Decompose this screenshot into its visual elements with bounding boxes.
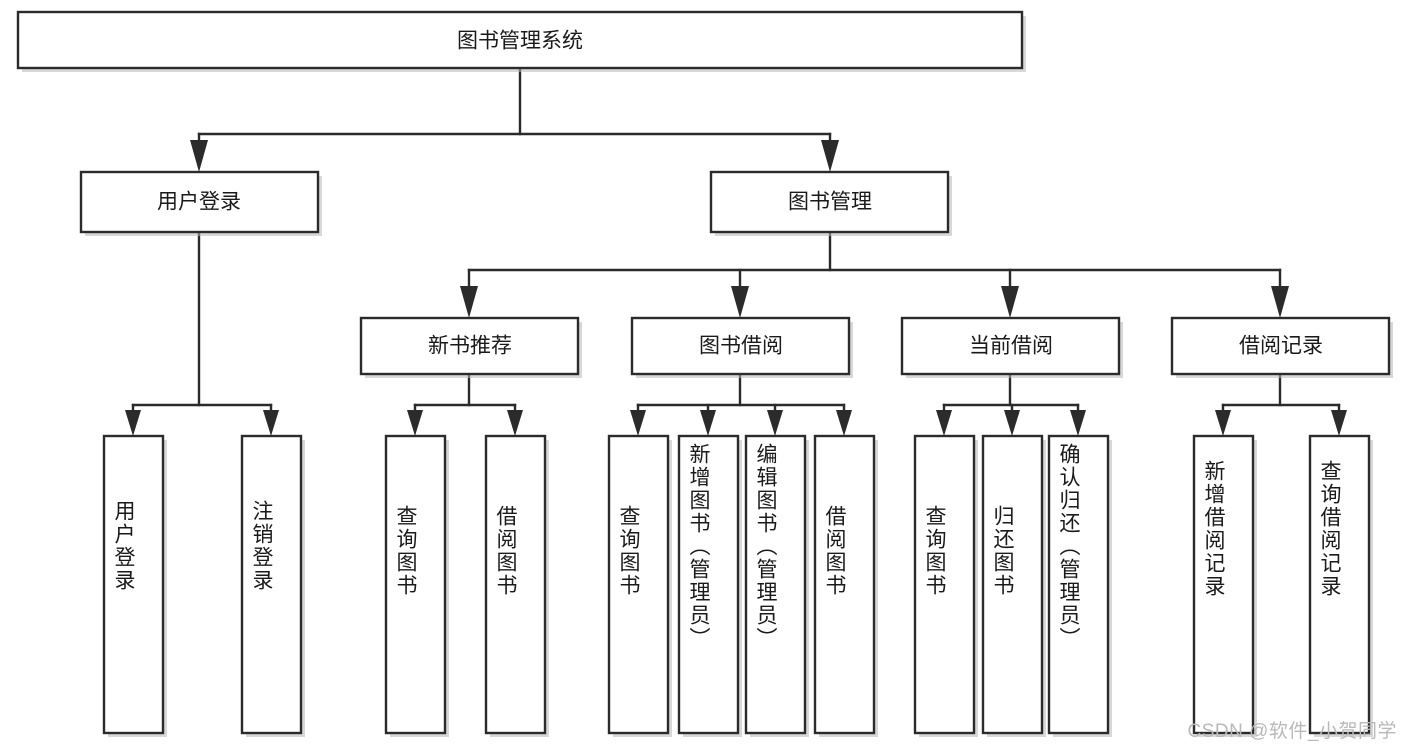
watermark-text: CSDN @软件_小贺同学 (1187, 721, 1397, 742)
node-book-manage-label: 图书管理 (788, 191, 872, 214)
arrow-head-leaf-add-record (1215, 410, 1231, 436)
node-new-book-recommend-label: 新书推荐 (428, 335, 512, 358)
arrow-head-leaf-borrow-book-rec (507, 410, 523, 436)
node-book-borrow-label: 图书借阅 (699, 335, 783, 358)
node-leaf-query-book-borrow-rect (607, 434, 670, 735)
arrow-head-leaf-user-login (125, 410, 141, 436)
node-leaf-confirm-return[interactable] (1047, 434, 1112, 737)
node-leaf-return-book[interactable] (981, 434, 1046, 737)
node-root-rect (16, 10, 1024, 70)
node-book-manage-rect (709, 170, 950, 234)
node-current-borrow[interactable]: 当前借阅 (900, 316, 1123, 378)
node-leaf-add-record-rect (1192, 434, 1255, 735)
node-current-borrow-label: 当前借阅 (969, 335, 1053, 358)
arrow-head-borrow-record (1271, 286, 1289, 318)
connector-group-book-borrow (630, 372, 852, 436)
node-leaf-query-book-current-rect (913, 434, 976, 735)
node-leaf-query-record[interactable] (1308, 434, 1373, 737)
node-leaf-borrow-book-rec-rect (484, 434, 547, 735)
node-leaf-user-login-rect (102, 434, 165, 735)
node-borrow-record-label: 借阅记录 (1239, 335, 1323, 358)
arrow-head-leaf-borrow-book (836, 410, 852, 436)
connector-group-root (190, 66, 839, 172)
connector-group-user-login (125, 230, 279, 436)
connector-group-current-borrow (936, 372, 1086, 436)
arrow-head-user-login (190, 140, 208, 172)
arrow-head-new-book-recommend (460, 286, 478, 318)
arrow-head-current-borrow (1001, 286, 1019, 318)
node-leaf-borrow-book-rect (813, 434, 876, 735)
node-leaf-logout-rect (240, 434, 303, 735)
node-user-login[interactable]: 用户登录 (79, 170, 322, 236)
arrow-head-book-manage (821, 140, 839, 172)
node-new-book-recommend[interactable]: 新书推荐 (359, 316, 582, 378)
node-leaf-add-record[interactable] (1192, 434, 1257, 737)
node-leaf-query-book-rec-rect (384, 434, 447, 735)
connector-group-book-manage (460, 230, 1289, 318)
node-leaf-return-book-rect (981, 434, 1044, 735)
arrow-head-leaf-confirm-return (1070, 410, 1086, 436)
node-leaf-query-record-rect (1308, 434, 1371, 735)
node-book-borrow-rect (630, 316, 851, 376)
node-leaf-logout[interactable] (240, 434, 305, 737)
node-book-manage[interactable]: 图书管理 (709, 170, 952, 236)
node-current-borrow-rect (900, 316, 1121, 376)
arrow-head-leaf-logout (263, 410, 279, 436)
arrow-head-leaf-query-book-rec (407, 410, 423, 436)
arrow-head-book-borrow (731, 286, 749, 318)
node-root[interactable]: 图书管理系统 (16, 10, 1026, 72)
node-leaf-user-login[interactable] (102, 434, 167, 737)
node-leaf-edit-book-rect (744, 434, 807, 735)
node-user-login-rect (79, 170, 320, 234)
node-leaf-borrow-book[interactable] (813, 434, 878, 737)
connector-group-borrow-record (1215, 372, 1347, 436)
node-borrow-record-rect (1170, 316, 1391, 376)
node-leaf-query-book-current[interactable] (913, 434, 978, 737)
node-user-login-label: 用户登录 (157, 191, 241, 214)
node-book-borrow[interactable]: 图书借阅 (630, 316, 853, 378)
arrow-head-leaf-query-book-borrow (630, 410, 646, 436)
node-leaf-add-book-rect (677, 434, 740, 735)
arrow-head-leaf-edit-book (767, 410, 783, 436)
arrow-head-leaf-return-book (1004, 410, 1020, 436)
arrow-head-leaf-query-record (1331, 410, 1347, 436)
connector-group-new-book-recommend (407, 372, 523, 436)
node-leaf-confirm-return-rect (1047, 434, 1110, 735)
node-root-label: 图书管理系统 (457, 30, 583, 53)
arrow-head-leaf-query-book-current (936, 410, 952, 436)
node-leaf-edit-book[interactable] (744, 434, 809, 737)
node-new-book-recommend-rect (359, 316, 580, 376)
arrow-head-leaf-add-book (700, 410, 716, 436)
node-leaf-add-book[interactable] (677, 434, 742, 737)
node-borrow-record[interactable]: 借阅记录 (1170, 316, 1393, 378)
node-leaf-query-book-borrow[interactable] (607, 434, 672, 737)
node-leaf-borrow-book-rec[interactable] (484, 434, 549, 737)
node-leaf-query-book-rec[interactable] (384, 434, 449, 737)
